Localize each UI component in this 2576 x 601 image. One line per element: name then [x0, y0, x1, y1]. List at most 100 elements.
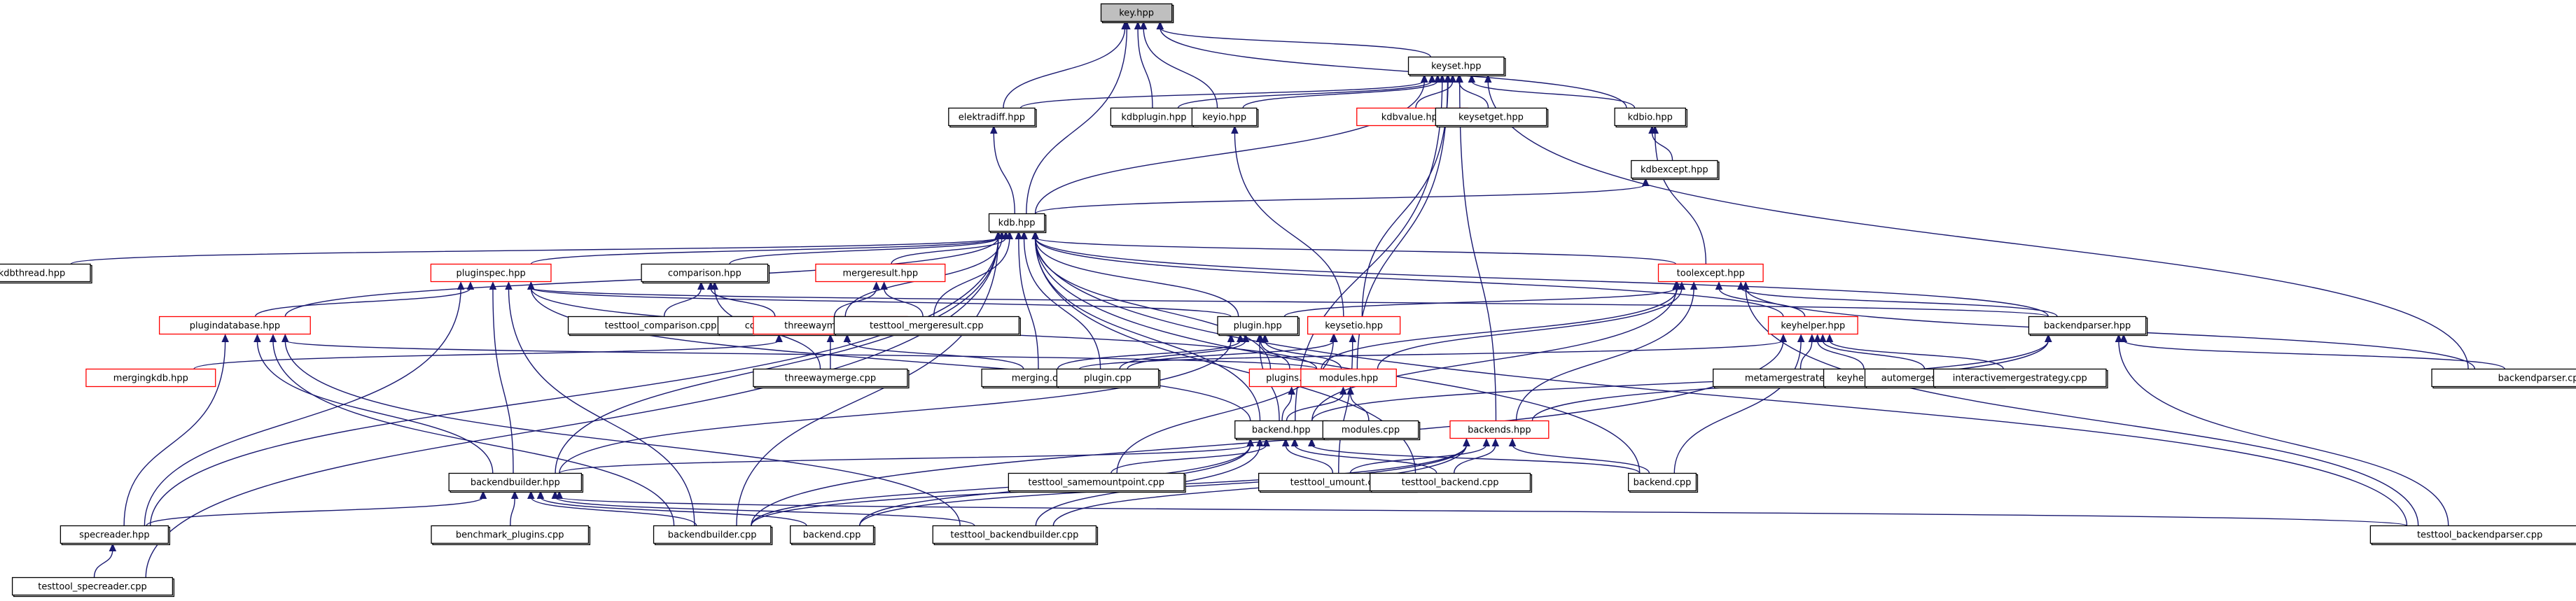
- node-kdbplugin-hpp[interactable]: kdbplugin.hpp: [1110, 107, 1199, 128]
- node-label: testtool_specreader.cpp: [38, 582, 146, 593]
- edge-backend_cpp_right-to-backends_hpp: [1512, 444, 1650, 474]
- node-backend-cpp-right[interactable]: backend.cpp: [1627, 472, 1699, 493]
- node-testtool-backendbuilder-cpp[interactable]: testtool_backendbuilder.cpp: [932, 525, 1099, 546]
- arrowhead: [2115, 334, 2123, 342]
- node-box[interactable]: [1631, 160, 1718, 179]
- node-box[interactable]: [988, 213, 1045, 232]
- node-interactivemergestrategy-cpp[interactable]: interactivemergestrategy.cpp: [1933, 368, 2108, 389]
- node-backendparser-hpp[interactable]: backendparser.hpp: [2028, 316, 2148, 337]
- node-comparison-hpp[interactable]: comparison.hpp: [641, 263, 770, 284]
- node-benchmark-plugins-cpp[interactable]: benchmark_plugins.cpp: [431, 525, 591, 546]
- arrowhead: [826, 334, 835, 342]
- node-box[interactable]: [85, 368, 216, 388]
- node-testtool-mergeresult-cpp[interactable]: testtool_mergeresult.cpp: [833, 316, 1022, 337]
- node-box[interactable]: [948, 107, 1036, 127]
- node-testtool-backendparser-cpp[interactable]: testtool_backendparser.cpp: [2369, 525, 2576, 546]
- node-box[interactable]: [1614, 107, 1686, 127]
- node-box[interactable]: [1933, 368, 2107, 388]
- node-modules-hpp[interactable]: modules.hpp: [1300, 368, 1397, 388]
- node-box[interactable]: [431, 525, 590, 544]
- node-box[interactable]: [833, 316, 1020, 335]
- node-keyhelper-hpp[interactable]: keyhelper.hpp: [1767, 316, 1858, 335]
- node-keyio-hpp[interactable]: keyio.hpp: [1191, 107, 1259, 128]
- node-box[interactable]: [815, 263, 946, 283]
- node-box[interactable]: [1008, 472, 1185, 492]
- node-plugin-cpp[interactable]: plugin.cpp: [1056, 368, 1161, 389]
- node-box[interactable]: [430, 263, 552, 283]
- node-box[interactable]: [2431, 368, 2576, 388]
- node-box[interactable]: [1100, 3, 1173, 22]
- node-kdbexcept-hpp[interactable]: kdbexcept.hpp: [1631, 160, 1720, 181]
- node-box[interactable]: [1110, 107, 1198, 127]
- node-mergingkdb-hpp[interactable]: mergingkdb.hpp: [85, 368, 216, 388]
- arrowhead: [1428, 74, 1436, 83]
- node-box[interactable]: [641, 263, 769, 283]
- node-specreader-hpp[interactable]: specreader.hpp: [60, 525, 171, 546]
- node-plugin-hpp[interactable]: plugin.hpp: [1217, 316, 1300, 337]
- node-box[interactable]: [158, 316, 311, 335]
- node-kdbio-hpp[interactable]: kdbio.hpp: [1614, 107, 1687, 128]
- node-key-hpp[interactable]: key.hpp: [1100, 3, 1174, 24]
- node-label: backend.hpp: [1252, 425, 1311, 436]
- edge-testtool_mergeresult_cpp-to-mergeresult_hpp: [883, 288, 924, 317]
- node-elektradiff-hpp[interactable]: elektradiff.hpp: [948, 107, 1037, 128]
- edge-backendparser_cpp-to-keyset_hpp: [1487, 80, 2469, 369]
- node-box[interactable]: [1767, 316, 1858, 335]
- edge-backend_hpp-to-modules_hpp: [1286, 393, 1344, 421]
- node-backends-hpp[interactable]: backends.hpp: [1449, 420, 1550, 439]
- node-box[interactable]: [0, 263, 91, 283]
- node-testtool-samemountpoint-cpp[interactable]: testtool_samemountpoint.cpp: [1008, 472, 1186, 493]
- node-box[interactable]: [1627, 472, 1697, 492]
- node-box[interactable]: [1300, 368, 1397, 388]
- node-box[interactable]: [1407, 56, 1505, 76]
- arrowhead: [1308, 438, 1316, 446]
- edge-threewaymerge_hpp-to-mergeresult_hpp: [833, 288, 877, 317]
- node-mergeresult-hpp[interactable]: mergeresult.hpp: [815, 263, 946, 283]
- node-box[interactable]: [448, 472, 583, 492]
- node-box[interactable]: [932, 525, 1097, 544]
- node-testtool-backend-cpp[interactable]: testtool_backend.cpp: [1370, 472, 1533, 493]
- node-box[interactable]: [790, 525, 875, 544]
- node-box[interactable]: [1056, 368, 1160, 388]
- node-box[interactable]: [2028, 316, 2147, 335]
- arrowhead: [1015, 231, 1023, 239]
- arrowhead: [489, 281, 497, 290]
- node-box[interactable]: [753, 368, 908, 388]
- node-box[interactable]: [1307, 316, 1401, 335]
- node-threewaymerge-cpp[interactable]: threewaymerge.cpp: [753, 368, 910, 389]
- arrowhead: [457, 281, 465, 290]
- node-box[interactable]: [1234, 420, 1328, 439]
- node-box[interactable]: [1191, 107, 1258, 127]
- node-backend-hpp[interactable]: backend.hpp: [1234, 420, 1330, 441]
- node-box[interactable]: [11, 577, 174, 596]
- node-kdb-hpp[interactable]: kdb.hpp: [988, 213, 1047, 234]
- arrowhead: [1438, 74, 1446, 83]
- node-box[interactable]: [60, 525, 169, 544]
- node-box[interactable]: [2369, 525, 2576, 544]
- node-backendparser-cpp[interactable]: backendparser.cpp: [2431, 368, 2576, 389]
- node-plugindatabase-hpp[interactable]: plugindatabase.hpp: [158, 316, 311, 335]
- node-toolexcept-hpp[interactable]: toolexcept.hpp: [1657, 263, 1764, 283]
- node-pluginspec-hpp[interactable]: pluginspec.hpp: [430, 263, 552, 283]
- node-box[interactable]: [653, 525, 772, 544]
- node-box[interactable]: [1657, 263, 1764, 283]
- node-kdbthread-hpp[interactable]: kdbthread.hpp: [0, 263, 92, 284]
- node-modules-cpp[interactable]: modules.cpp: [1322, 420, 1421, 441]
- node-keysetget-hpp[interactable]: keysetget.hpp: [1435, 107, 1549, 128]
- node-keysetio-hpp[interactable]: keysetio.hpp: [1307, 316, 1401, 335]
- edge-keyset_hpp-to-key_hpp: [1160, 27, 1431, 57]
- node-backendbuilder-cpp[interactable]: backendbuilder.cpp: [653, 525, 773, 546]
- node-box[interactable]: [1435, 107, 1547, 127]
- edge-modules_hpp-to-plugindatabase_hpp: [284, 339, 1318, 370]
- node-keyset-hpp[interactable]: keyset.hpp: [1407, 56, 1506, 77]
- node-box[interactable]: [1322, 420, 1419, 439]
- arrowhead: [109, 543, 117, 551]
- node-testtool-specreader-cpp[interactable]: testtool_specreader.cpp: [11, 577, 175, 598]
- node-backendbuilder-hpp[interactable]: backendbuilder.hpp: [448, 472, 584, 493]
- node-box[interactable]: [1449, 420, 1550, 439]
- node-backend-cpp-left[interactable]: backend.cpp: [790, 525, 876, 546]
- node-box[interactable]: [1370, 472, 1531, 492]
- node-label: backend.cpp: [803, 530, 861, 541]
- node-box[interactable]: [1217, 316, 1299, 335]
